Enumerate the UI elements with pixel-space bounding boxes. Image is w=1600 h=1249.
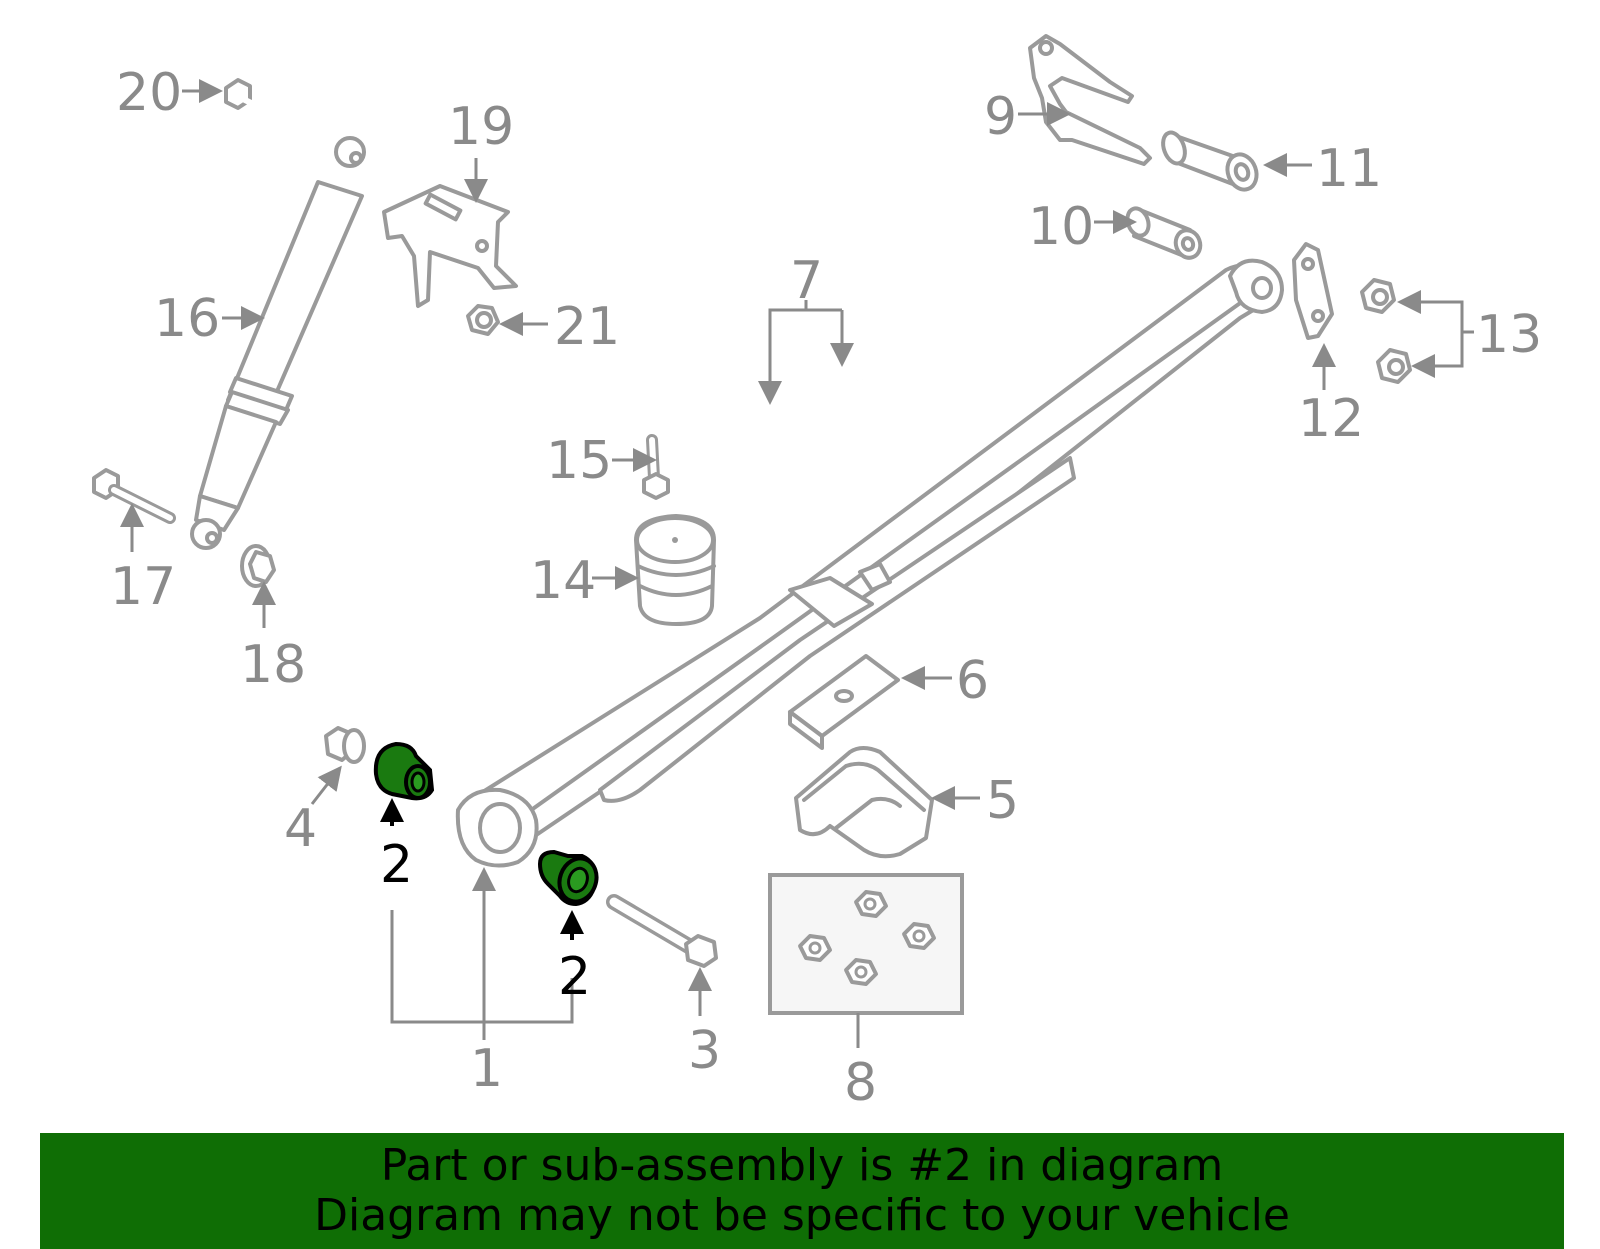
nuts-13[interactable]: [1360, 278, 1412, 384]
callout-14: 14: [530, 551, 596, 611]
callout-15: 15: [546, 431, 612, 491]
bolt-20[interactable]: [224, 78, 306, 131]
callout-3: 3: [688, 1021, 721, 1081]
callout-19: 19: [448, 97, 514, 157]
callout-10: 10: [1028, 197, 1094, 257]
callout-2-right: 2: [558, 947, 591, 1007]
bracket-19[interactable]: [382, 184, 518, 308]
leader-lines: [120, 79, 1474, 1048]
callout-21: 21: [554, 297, 620, 357]
nut-4[interactable]: [324, 726, 366, 764]
pin-11[interactable]: [1159, 130, 1261, 194]
callout-7: 7: [790, 251, 823, 311]
nut-21[interactable]: [466, 304, 500, 336]
hardware-kit-8[interactable]: [768, 873, 964, 1015]
bushing-2-right[interactable]: [537, 849, 602, 907]
leaf-spring-1[interactable]: [455, 258, 1284, 868]
pin-10[interactable]: [1124, 205, 1204, 261]
callout-4: 4: [284, 799, 317, 859]
bolt-15[interactable]: [642, 434, 670, 500]
callout-labels: 20 19 16 21 17 18 9 11 10 13 12 7 15 14 …: [110, 63, 1542, 1113]
callout-20: 20: [116, 63, 182, 123]
callout-11: 11: [1316, 139, 1382, 199]
callout-6: 6: [956, 651, 989, 711]
parts-diagram: 20 19 16 21 17 18 9 11 10 13 12 7 15 14 …: [92, 34, 1542, 1113]
u-bolts-7[interactable]: [739, 354, 875, 537]
callout-12: 12: [1298, 389, 1364, 449]
shock-absorber-16[interactable]: [190, 136, 366, 550]
plate-6[interactable]: [788, 654, 900, 750]
callout-17: 17: [110, 557, 176, 617]
bumper-14[interactable]: [634, 514, 716, 626]
bushing-2-left[interactable]: [373, 741, 435, 801]
info-banner: Part or sub-assembly is #2 in diagram Di…: [40, 1133, 1564, 1249]
nut-18[interactable]: [240, 544, 276, 588]
shackle-9[interactable]: [1028, 34, 1152, 166]
callout-2-left: 2: [380, 835, 413, 895]
bolt-3[interactable]: [606, 894, 718, 968]
callout-16: 16: [154, 289, 220, 349]
plate-12[interactable]: [1292, 242, 1334, 340]
callout-5: 5: [986, 771, 1019, 831]
banner-line-2: Diagram may not be specific to your vehi…: [314, 1190, 1290, 1241]
banner-line-1: Part or sub-assembly is #2 in diagram: [380, 1140, 1224, 1191]
callout-13: 13: [1476, 305, 1542, 365]
callout-18: 18: [240, 635, 306, 695]
spacer-5[interactable]: [794, 746, 934, 859]
callout-8: 8: [844, 1053, 877, 1113]
callout-1: 1: [470, 1039, 503, 1099]
callout-9: 9: [984, 87, 1017, 147]
